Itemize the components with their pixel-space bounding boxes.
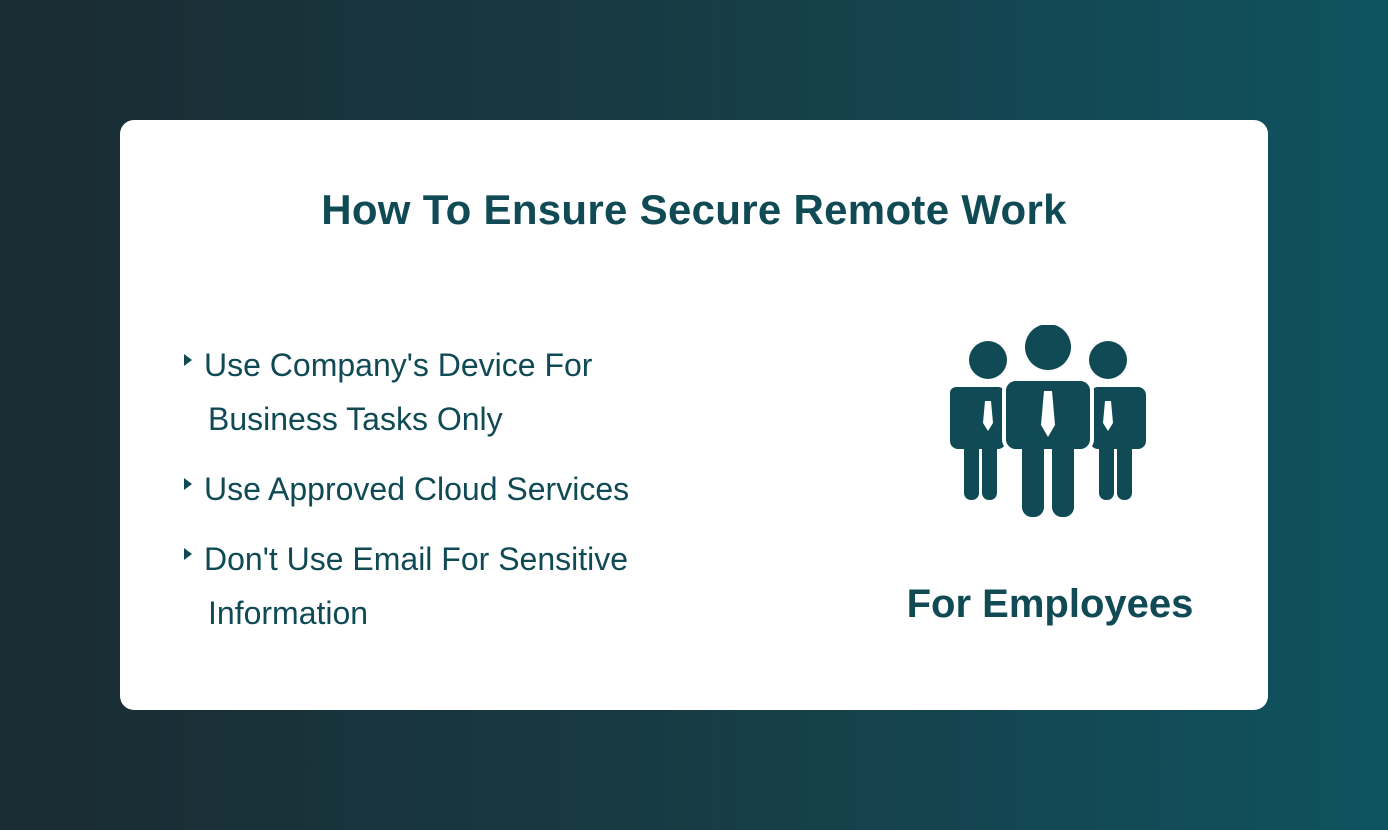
triangle-bullet-icon: [184, 548, 192, 560]
list-item: Use Approved Cloud Services: [182, 462, 742, 516]
tips-list: Use Company's Device For Business Tasks …: [182, 338, 742, 656]
info-card: How To Ensure Secure Remote Work Use Com…: [120, 120, 1268, 710]
item-text-line1: Don't Use Email For Sensitive: [204, 541, 629, 577]
card-title: How To Ensure Secure Remote Work: [321, 186, 1067, 233]
list-item: Don't Use Email For Sensitive Informatio…: [182, 532, 742, 640]
triangle-bullet-icon: [184, 478, 192, 490]
triangle-bullet-icon: [184, 354, 192, 366]
icon-caption: For Employees: [906, 582, 1194, 626]
item-text-line2: Information: [208, 595, 369, 631]
item-text-line1: Use Company's Device For: [204, 347, 593, 383]
item-text-line1: Use Approved Cloud Services: [204, 471, 630, 507]
list-item: Use Company's Device For Business Tasks …: [182, 338, 742, 446]
employees-group-icon: [950, 325, 1146, 517]
item-text-line2: Business Tasks Only: [208, 401, 503, 437]
